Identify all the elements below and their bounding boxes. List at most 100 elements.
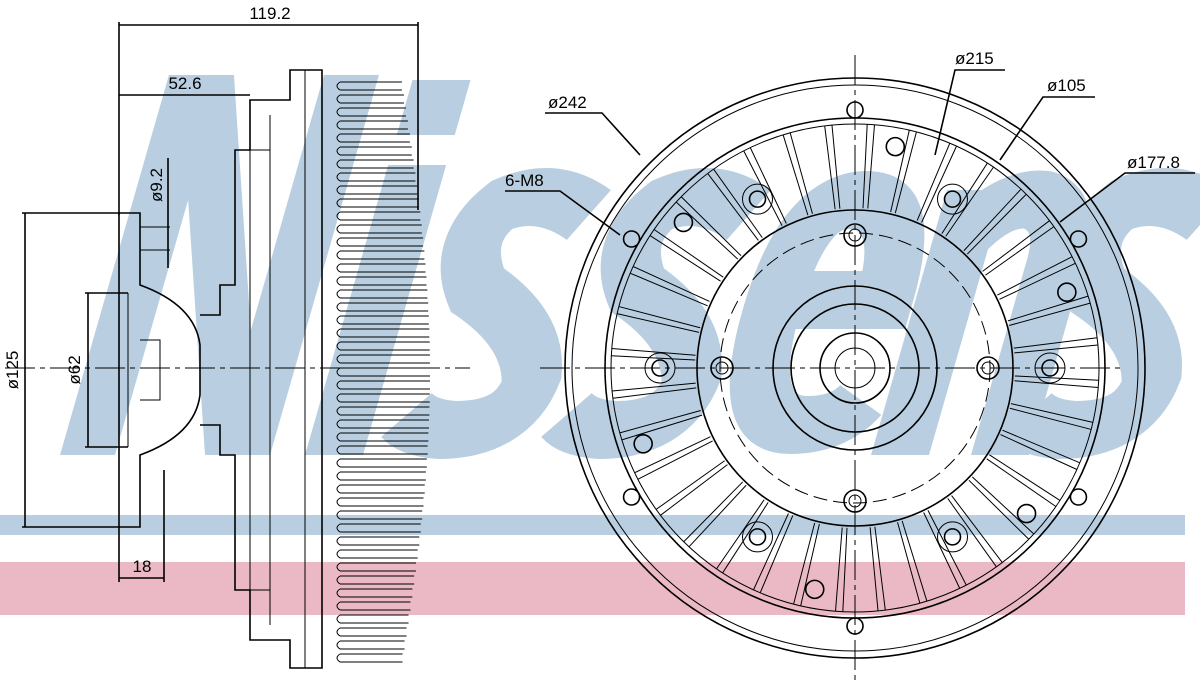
rib <box>634 436 711 474</box>
dim-thread-holes: 6-M8 <box>505 171 544 190</box>
rib <box>982 220 1050 272</box>
rib <box>985 226 1055 276</box>
dim-hub-diameter: ø105 <box>1047 76 1086 95</box>
thread-hole-m8 <box>846 101 864 119</box>
rib <box>688 484 747 548</box>
fin <box>336 406 430 416</box>
fin <box>336 523 421 533</box>
fin <box>336 328 430 338</box>
fin <box>336 94 404 104</box>
hub-bolt-hole <box>843 489 867 513</box>
fin <box>336 120 408 130</box>
hub-bolt-hole <box>976 356 1000 380</box>
rib <box>649 235 721 282</box>
rib <box>713 168 763 238</box>
rib <box>997 256 1073 296</box>
fin <box>336 458 427 468</box>
watermark-letter-s <box>381 168 611 460</box>
thread-hole-m8 <box>1069 488 1088 506</box>
hub-bolt-hole <box>843 223 867 247</box>
rib <box>675 201 739 260</box>
rib <box>923 512 961 589</box>
mount-hole <box>1016 503 1037 524</box>
rib <box>759 515 794 594</box>
fin <box>336 627 407 637</box>
rib <box>831 125 841 209</box>
rib <box>901 520 928 602</box>
fin <box>336 172 416 182</box>
fin <box>336 146 412 156</box>
rib <box>793 522 816 605</box>
rib <box>617 313 700 333</box>
rib <box>612 387 697 399</box>
rib <box>1010 403 1093 423</box>
hub-bolt-hole-inner <box>981 361 995 375</box>
fin <box>336 289 428 299</box>
rib <box>683 481 744 543</box>
front-view: ø242 6-M8 ø215 ø105 ø177.8 <box>505 49 1195 680</box>
rib <box>916 142 951 221</box>
rib <box>632 266 710 302</box>
watermark-letter-n <box>60 75 379 455</box>
rib <box>1014 375 1099 381</box>
hub-bolt-hole-inner <box>715 361 729 375</box>
rib <box>921 145 957 223</box>
dim-hole-diameter: ø9.2 <box>147 168 166 202</box>
mount-hole <box>885 136 906 157</box>
rib <box>835 527 843 612</box>
fin <box>336 263 426 273</box>
rib <box>629 272 708 307</box>
fin <box>336 81 402 91</box>
watermark-logo <box>0 75 1200 615</box>
boss <box>742 183 773 215</box>
rib <box>941 162 988 234</box>
rib <box>1009 302 1091 326</box>
rib <box>1009 407 1092 430</box>
rib <box>653 229 724 278</box>
boss <box>742 521 773 553</box>
rib <box>999 262 1076 300</box>
rib <box>842 527 848 612</box>
rib <box>862 124 868 209</box>
rib <box>966 193 1027 255</box>
watermark-letter-i-dot <box>396 80 471 135</box>
boss-hole <box>943 528 962 546</box>
fin <box>336 315 429 325</box>
watermark-lettering <box>60 75 1200 460</box>
rib <box>716 499 765 570</box>
side-view: 119.2 52.6 ø9.2 ø125 ø62 18 <box>3 4 470 669</box>
thread-hole-m8 <box>846 617 864 635</box>
dim-pilot-diameter: ø62 <box>65 355 84 384</box>
rib <box>680 196 742 257</box>
rib <box>1014 344 1098 354</box>
fin <box>336 224 422 234</box>
fin <box>336 510 423 520</box>
boss <box>1034 352 1066 384</box>
dim-flange-thickness: 18 <box>133 557 152 576</box>
rib <box>894 131 917 214</box>
rib <box>945 166 994 237</box>
fin <box>336 367 430 377</box>
fin <box>336 549 418 559</box>
hub-bolt-hole-inner <box>848 494 862 508</box>
fin <box>336 107 406 117</box>
fin <box>336 185 418 195</box>
rib <box>722 502 769 574</box>
dim-ring-diameter: ø215 <box>955 49 994 68</box>
rib <box>618 306 701 329</box>
dim-flange-offset: 52.6 <box>168 74 201 93</box>
boss-hole <box>651 359 669 377</box>
rib <box>621 414 703 441</box>
fin <box>336 380 430 390</box>
rib <box>800 523 820 606</box>
fin <box>336 354 430 364</box>
registered-mark-letter <box>1163 186 1182 209</box>
rib <box>951 495 1003 563</box>
rib <box>619 410 701 434</box>
thread-hole-m8 <box>622 230 641 248</box>
boss-hole <box>1041 359 1059 377</box>
rib <box>1002 429 1081 464</box>
rib <box>789 132 813 214</box>
fin <box>336 432 429 442</box>
